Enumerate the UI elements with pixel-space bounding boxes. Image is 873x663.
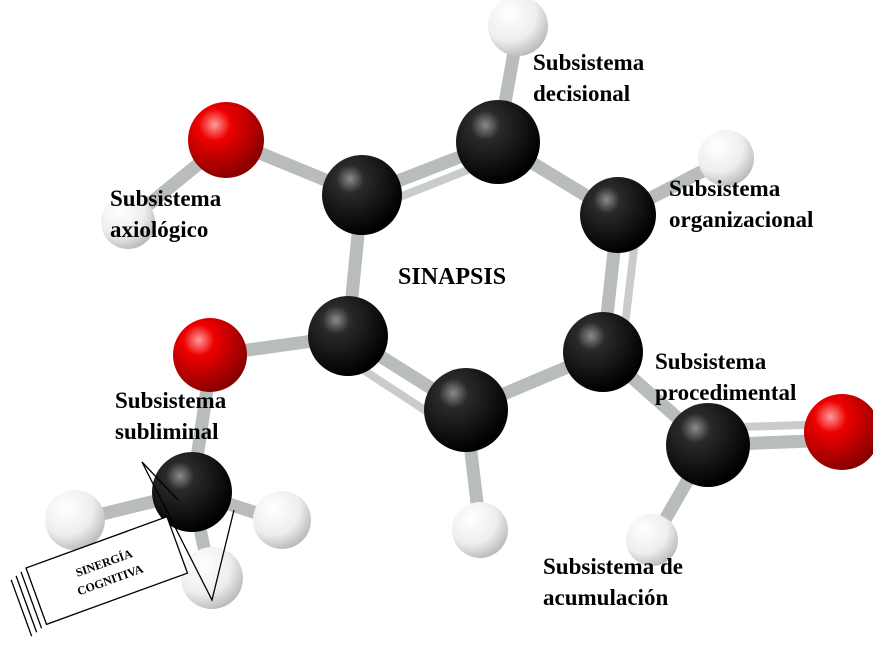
oxygen-atom	[188, 102, 264, 178]
atoms	[45, 0, 873, 609]
label-line: Subsistema	[533, 50, 645, 75]
oxygen-atom	[173, 318, 247, 392]
carbon-atom	[666, 403, 750, 487]
label-organizacional: Subsistema organizacional	[669, 173, 813, 235]
callout-pointer	[141, 461, 235, 602]
carbon-atom	[456, 100, 540, 184]
carbon-atom	[580, 177, 656, 253]
carbon-atom	[322, 155, 402, 235]
label-axiologico: Subsistema axiológico	[110, 183, 221, 245]
hydrogen-atom	[452, 502, 508, 558]
label-line: Subsistema	[669, 176, 781, 201]
label-line: subliminal	[115, 419, 219, 444]
hydrogen-atom	[626, 514, 678, 566]
label-line: decisional	[533, 81, 631, 106]
carbon-atom	[424, 368, 508, 452]
label-subliminal: Subsistema subliminal	[115, 385, 226, 447]
carbon-atom	[563, 312, 643, 392]
center-label: SINAPSIS	[398, 264, 507, 290]
oxygen-atom	[804, 394, 873, 470]
hydrogen-atom	[45, 490, 105, 550]
label-line: organizacional	[669, 207, 814, 232]
carbon-atom	[308, 296, 388, 376]
callout-edge	[141, 461, 179, 501]
synergy-tag: SINERGÍA COGNITIVA	[10, 515, 189, 637]
hydrogen-atom	[181, 547, 243, 609]
label-decisional: Subsistema decisional	[533, 47, 644, 109]
label-procedimental: Subsistema procedimental	[655, 346, 796, 408]
label-line: Subsistema	[115, 388, 227, 413]
carbon-atom	[152, 452, 232, 532]
label-line: axiológico	[110, 217, 209, 242]
hydrogen-atom	[101, 195, 155, 249]
label-acumulacion: Subsistema de acumulación	[543, 551, 683, 613]
label-line: procedimental	[655, 380, 797, 405]
hydrogen-atom	[698, 130, 754, 186]
hydrogen-atom	[488, 0, 548, 56]
hydrogen-atom	[253, 491, 311, 549]
label-line: Subsistema	[110, 186, 222, 211]
label-line: Subsistema de	[543, 554, 683, 579]
label-line: acumulación	[543, 585, 669, 610]
label-line: Subsistema	[655, 349, 767, 374]
